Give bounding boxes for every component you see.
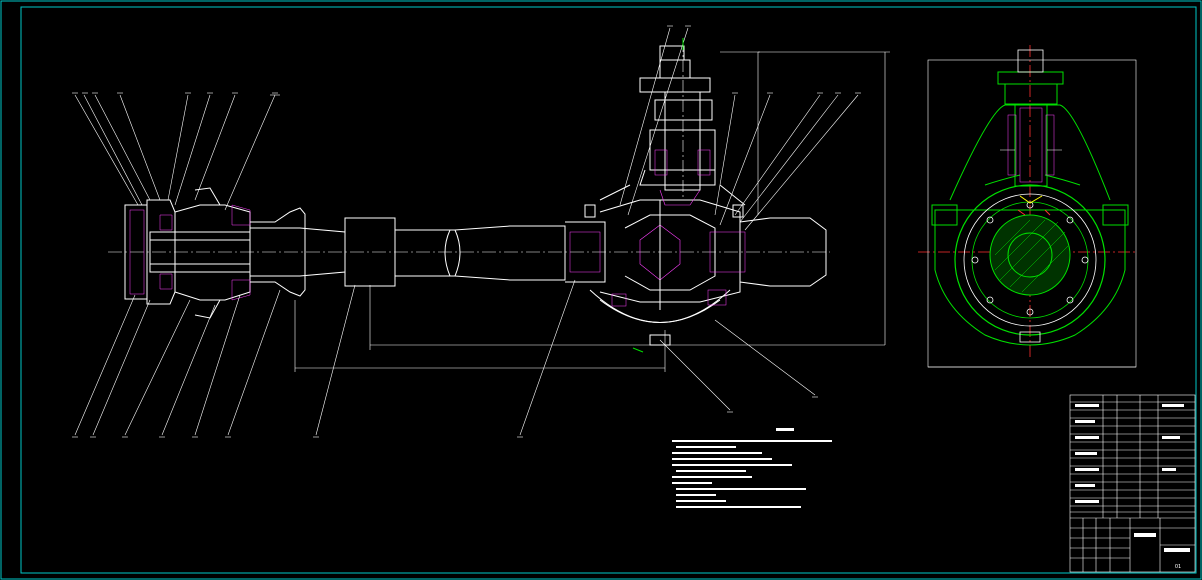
hub-assembly	[124, 187, 251, 319]
axle-tube-left	[250, 207, 566, 297]
dimension-lines	[294, 51, 890, 372]
title-block	[1069, 394, 1196, 573]
gear-tooth-accent-2	[1017, 209, 1051, 216]
gear-tooth-accent	[1019, 195, 1043, 204]
part-number-ticks	[72, 25, 861, 438]
inner-frame	[20, 6, 1197, 574]
bolt-holes	[971, 201, 1089, 316]
pinion-shaft-assembly	[599, 40, 746, 206]
side-section-view	[918, 45, 1138, 368]
axle-housing-center	[565, 199, 827, 346]
drawing-number: 01	[1175, 564, 1181, 570]
technical-requirements	[672, 428, 832, 508]
main-section-view	[72, 25, 890, 438]
main-view-accents	[632, 38, 684, 353]
title-block-text	[1075, 404, 1190, 552]
side-pinion-housing	[997, 49, 1064, 187]
hatch-pattern	[994, 219, 1069, 293]
leader-lines	[74, 27, 859, 436]
